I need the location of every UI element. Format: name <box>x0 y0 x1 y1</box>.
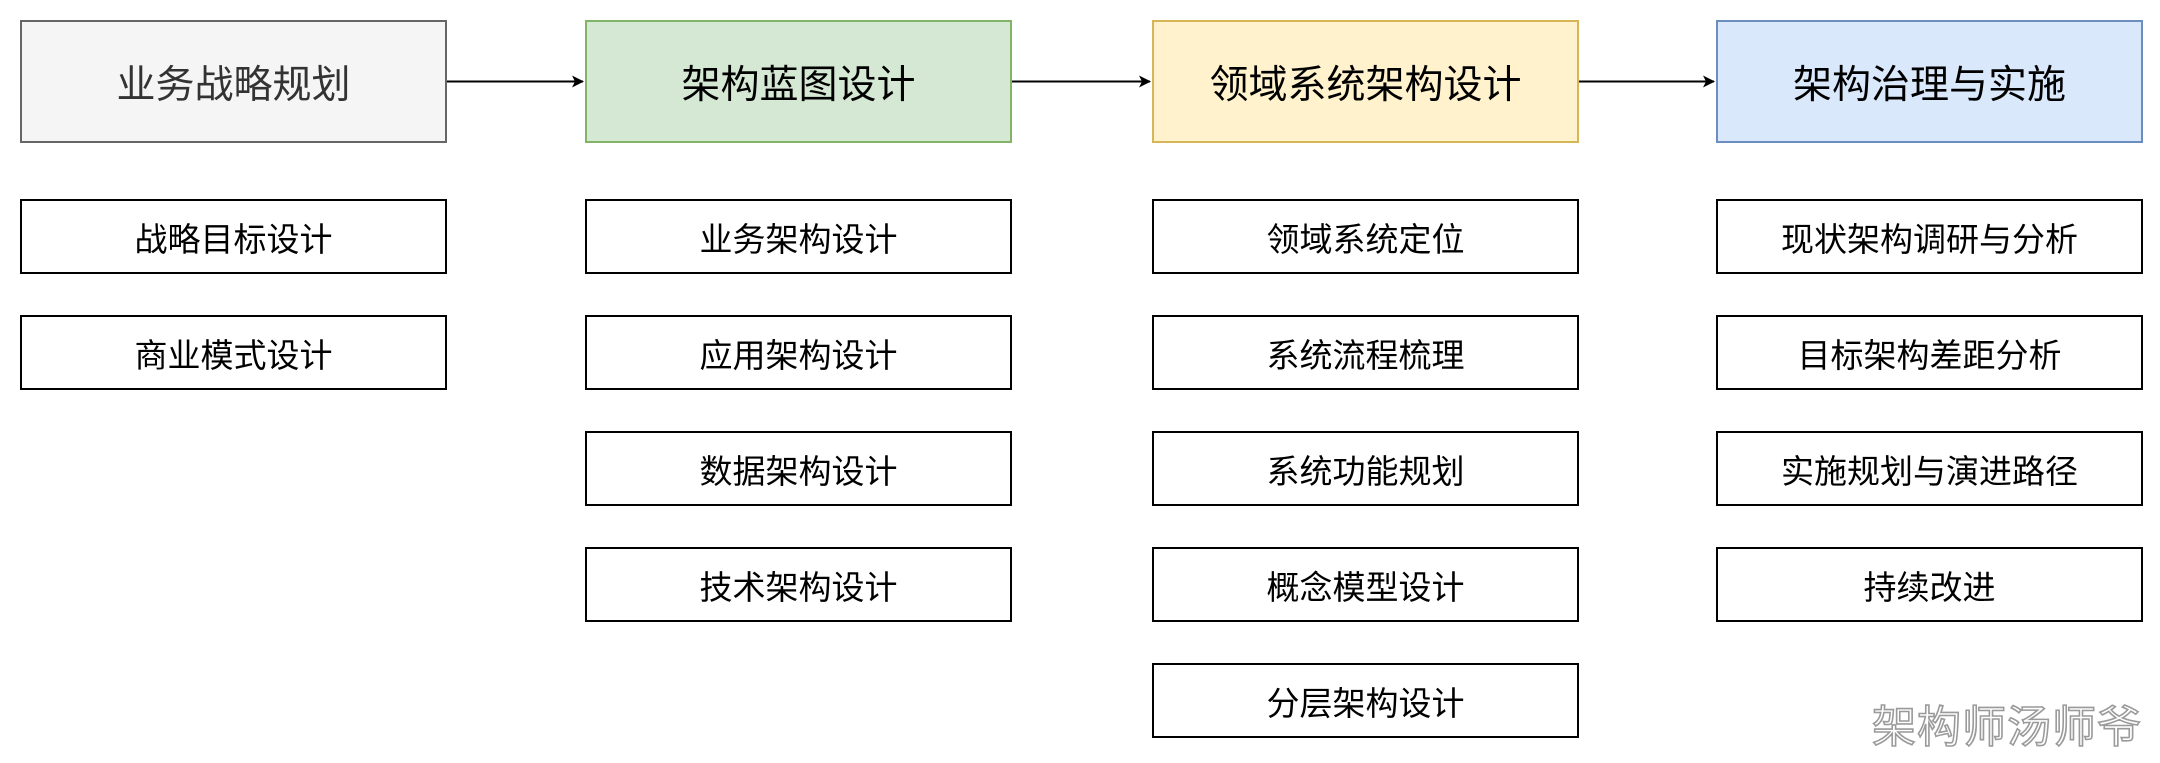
task-box[interactable]: 实施规划与演进路径 <box>1716 431 2143 506</box>
task-box[interactable]: 分层架构设计 <box>1152 663 1579 738</box>
task-box[interactable]: 系统流程梳理 <box>1152 315 1579 390</box>
task-box[interactable]: 目标架构差距分析 <box>1716 315 2143 390</box>
task-box[interactable]: 商业模式设计 <box>20 315 447 390</box>
stage-box-domain-system-architecture[interactable]: 领域系统架构设计 <box>1152 20 1579 143</box>
stage-box-business-strategy[interactable]: 业务战略规划 <box>20 20 447 143</box>
task-box[interactable]: 领域系统定位 <box>1152 199 1579 274</box>
task-box[interactable]: 持续改进 <box>1716 547 2143 622</box>
task-box[interactable]: 数据架构设计 <box>585 431 1012 506</box>
stage-box-architecture-governance[interactable]: 架构治理与实施 <box>1716 20 2143 143</box>
task-box[interactable]: 技术架构设计 <box>585 547 1012 622</box>
stage-box-architecture-blueprint[interactable]: 架构蓝图设计 <box>585 20 1012 143</box>
task-box[interactable]: 业务架构设计 <box>585 199 1012 274</box>
watermark-text: 架构师汤师爷 <box>1871 701 2142 754</box>
task-box[interactable]: 应用架构设计 <box>585 315 1012 390</box>
task-box[interactable]: 系统功能规划 <box>1152 431 1579 506</box>
task-box[interactable]: 战略目标设计 <box>20 199 447 274</box>
task-box[interactable]: 概念模型设计 <box>1152 547 1579 622</box>
task-box[interactable]: 现状架构调研与分析 <box>1716 199 2143 274</box>
